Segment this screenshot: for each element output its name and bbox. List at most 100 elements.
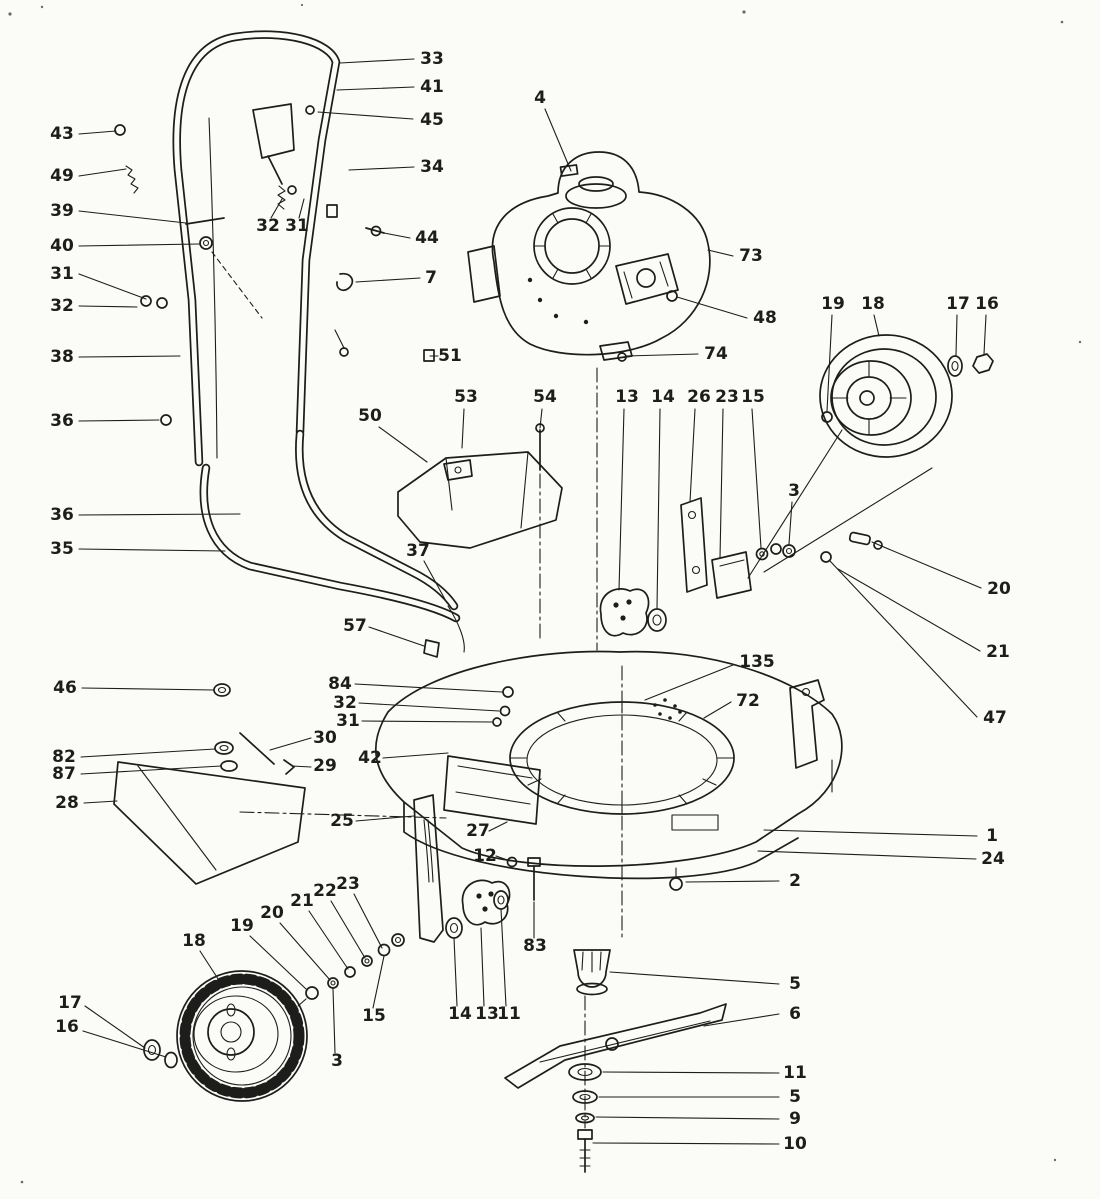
leader-line: [495, 855, 511, 862]
control-rod: [185, 217, 225, 225]
leader-line: [707, 249, 734, 257]
part-label-48: 48: [753, 308, 777, 328]
leader-line: [81, 687, 215, 691]
part-label-72: 72: [736, 691, 760, 711]
mower-deck: [213, 605, 843, 943]
part-label-31: 31: [285, 216, 309, 236]
engine-body: [491, 151, 711, 356]
part-label-24: 24: [981, 849, 1005, 869]
screw: [506, 856, 518, 868]
clip: [283, 759, 295, 775]
leader-line: [269, 737, 312, 751]
support-bracket: [711, 551, 752, 599]
part-label-51: 51: [438, 346, 462, 366]
part-label-17: 17: [58, 993, 82, 1013]
axle-bolt: [821, 411, 833, 423]
front-plate: [443, 755, 541, 825]
part-label-73: 73: [739, 246, 763, 266]
part-label-11: 11: [783, 1063, 807, 1083]
deck-skirt-edge: [403, 801, 799, 880]
washer: [647, 608, 667, 632]
rear-wheel: [819, 334, 994, 563]
leader-line: [199, 950, 223, 986]
bolt: [669, 877, 683, 891]
washer: [445, 917, 463, 939]
leader-line: [480, 927, 485, 1007]
washer: [493, 890, 509, 910]
leader-line: [500, 908, 507, 1007]
leader-line: [644, 664, 734, 701]
part-label-50: 50: [358, 406, 382, 426]
part-label-74: 74: [704, 344, 728, 364]
carburetor: [615, 253, 679, 305]
leader-line: [703, 701, 732, 719]
leader-line: [82, 1030, 167, 1058]
leader-line: [602, 1071, 780, 1074]
part-label-32: 32: [50, 296, 74, 316]
part-label-13: 13: [615, 387, 639, 407]
part-label-14: 14: [651, 387, 675, 407]
leader-line: [291, 765, 312, 768]
leader-line: [279, 922, 331, 981]
discharge-chute: [397, 423, 563, 549]
leader-line: [358, 702, 500, 712]
tire: [176, 970, 308, 1102]
leader-line: [78, 243, 200, 247]
leader-line: [78, 513, 241, 516]
part-label-16: 16: [975, 294, 999, 314]
part-label-49: 49: [50, 166, 74, 186]
nut: [972, 353, 994, 374]
part-label-34: 34: [420, 157, 444, 177]
leader-line: [78, 130, 117, 135]
part-label-135: 135: [739, 652, 775, 672]
part-label-54: 54: [533, 387, 557, 407]
wheel-adjuster-cam: [461, 879, 511, 926]
part-label-83: 83: [523, 936, 547, 956]
leader-line: [270, 198, 283, 219]
part-label-18: 18: [861, 294, 885, 314]
leader-line: [826, 314, 833, 412]
part-label-41: 41: [420, 77, 444, 97]
part-label-31: 31: [50, 264, 74, 284]
leader-line: [837, 568, 981, 652]
hub: [207, 1008, 255, 1056]
leader-line: [461, 408, 465, 449]
washer: [220, 760, 238, 772]
part-label-18: 18: [182, 931, 206, 951]
part-label-1: 1: [986, 826, 998, 846]
deck-pan: [375, 650, 843, 867]
leader-line: [80, 748, 216, 758]
deck-brackets: [599, 497, 796, 637]
part-label-36: 36: [50, 411, 74, 431]
leader-line: [361, 720, 493, 723]
height-bracket: [413, 794, 444, 943]
leader-line: [378, 426, 428, 463]
chute-handle: [443, 459, 473, 481]
leader-line: [330, 900, 366, 959]
spring: [125, 165, 139, 194]
baffle-plate: [680, 497, 708, 593]
blade-adapter: [573, 949, 611, 988]
grommet: [160, 414, 172, 426]
leader-line: [829, 560, 978, 718]
part-label-7: 7: [425, 268, 437, 288]
leader-line: [757, 850, 977, 860]
leader-line: [78, 548, 226, 552]
leader-line: [423, 560, 448, 604]
part-label-39: 39: [50, 201, 74, 221]
part-label-30: 30: [313, 728, 337, 748]
air-cleaner: [467, 245, 501, 303]
leader-line: [84, 1005, 146, 1049]
model-plate: [671, 814, 719, 831]
leader-line: [595, 1116, 780, 1120]
side-discharge-guard: [113, 761, 306, 885]
part-label-19: 19: [230, 916, 254, 936]
link-rod: [239, 732, 275, 765]
leader-line: [78, 273, 147, 300]
part-label-9: 9: [789, 1109, 801, 1129]
part-label-14: 14: [448, 1004, 472, 1024]
part-label-12: 12: [473, 846, 497, 866]
leader-line: [609, 971, 780, 985]
leader-line: [751, 408, 762, 549]
